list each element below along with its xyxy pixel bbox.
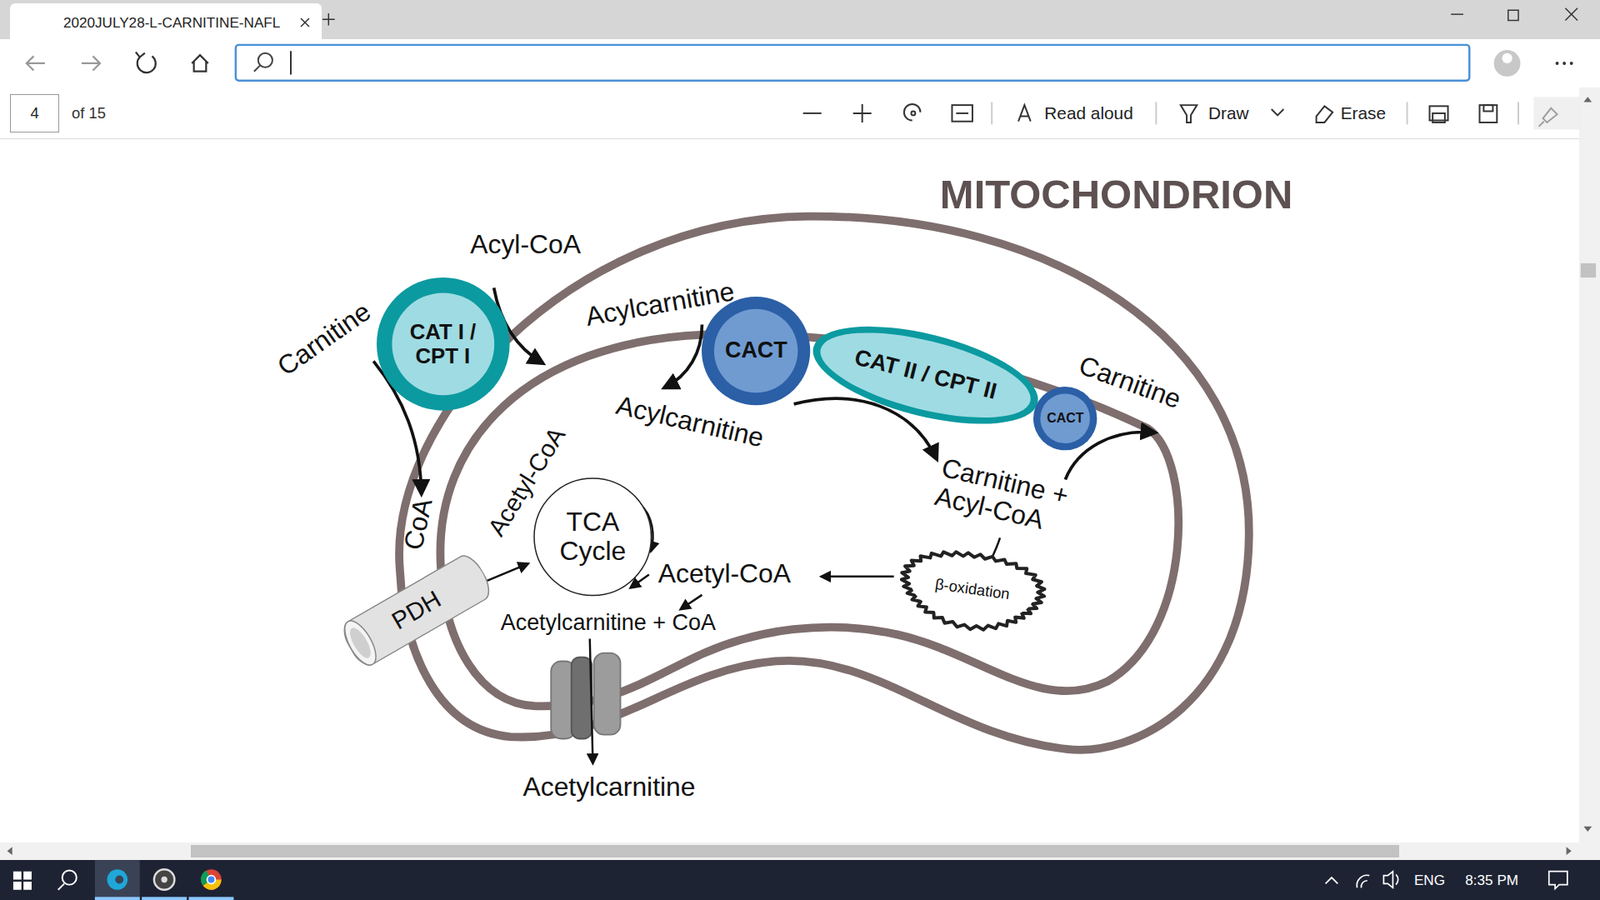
node-text: TCA Cycle bbox=[551, 507, 634, 566]
nav-buttons bbox=[26, 55, 100, 70]
pathway-label: Acetylcarnitine bbox=[523, 773, 696, 803]
node-text: CAT I / CPT I bbox=[391, 320, 494, 368]
diagram-title: MITOCHONDRION bbox=[940, 172, 1293, 218]
toolbar-icons bbox=[803, 101, 1558, 126]
flow-arrows bbox=[373, 287, 1155, 764]
reload-icon bbox=[137, 55, 156, 73]
tab-close bbox=[300, 17, 310, 28]
taskbar-icons bbox=[13, 860, 1568, 900]
profile-icon bbox=[1494, 50, 1521, 77]
node-circ: CAT I / CPT I bbox=[375, 276, 511, 412]
vertical-scrollbar bbox=[1579, 87, 1600, 843]
close-icon bbox=[300, 17, 310, 28]
node-tab: 2020JULY28-L-CARNITINE-NAFL bbox=[10, 3, 322, 43]
node-text: 4 bbox=[30, 105, 40, 122]
window-controls bbox=[322, 8, 1578, 26]
ui-label: Draw bbox=[1208, 103, 1250, 123]
address-field bbox=[235, 45, 1470, 81]
ui-label: of 15 bbox=[71, 105, 106, 122]
node-circ: CACT bbox=[1032, 385, 1098, 451]
node-tca: TCA Cycle bbox=[532, 476, 653, 597]
pathway-label: Acetyl-CoA bbox=[658, 560, 791, 590]
outer-membrane bbox=[399, 216, 1250, 750]
ui-label: 8:35 PM bbox=[1465, 871, 1519, 888]
node-box: 4 bbox=[10, 94, 60, 134]
carnitine-channel bbox=[550, 653, 620, 740]
node-text: CACT bbox=[725, 338, 788, 364]
scroll-thumb bbox=[190, 845, 1400, 858]
home-icon bbox=[191, 55, 209, 72]
ui-label: Erase bbox=[1340, 103, 1386, 123]
pathway-label: Acyl-CoA bbox=[470, 230, 581, 260]
inner-membrane bbox=[440, 334, 1179, 707]
ui-label: Read aloud bbox=[1044, 103, 1133, 123]
node-text: CACT bbox=[1046, 410, 1084, 426]
ui-label: ENG bbox=[1414, 871, 1445, 888]
node-circ: CACT bbox=[700, 295, 811, 406]
search-icon bbox=[258, 53, 273, 68]
taskbar bbox=[0, 860, 1600, 900]
pathway-label: Carnitine bbox=[272, 296, 376, 382]
node-text: 2020JULY28-L-CARNITINE-NAFL bbox=[63, 15, 280, 31]
pathway-label: Acetylcarnitine + CoA bbox=[500, 610, 716, 636]
